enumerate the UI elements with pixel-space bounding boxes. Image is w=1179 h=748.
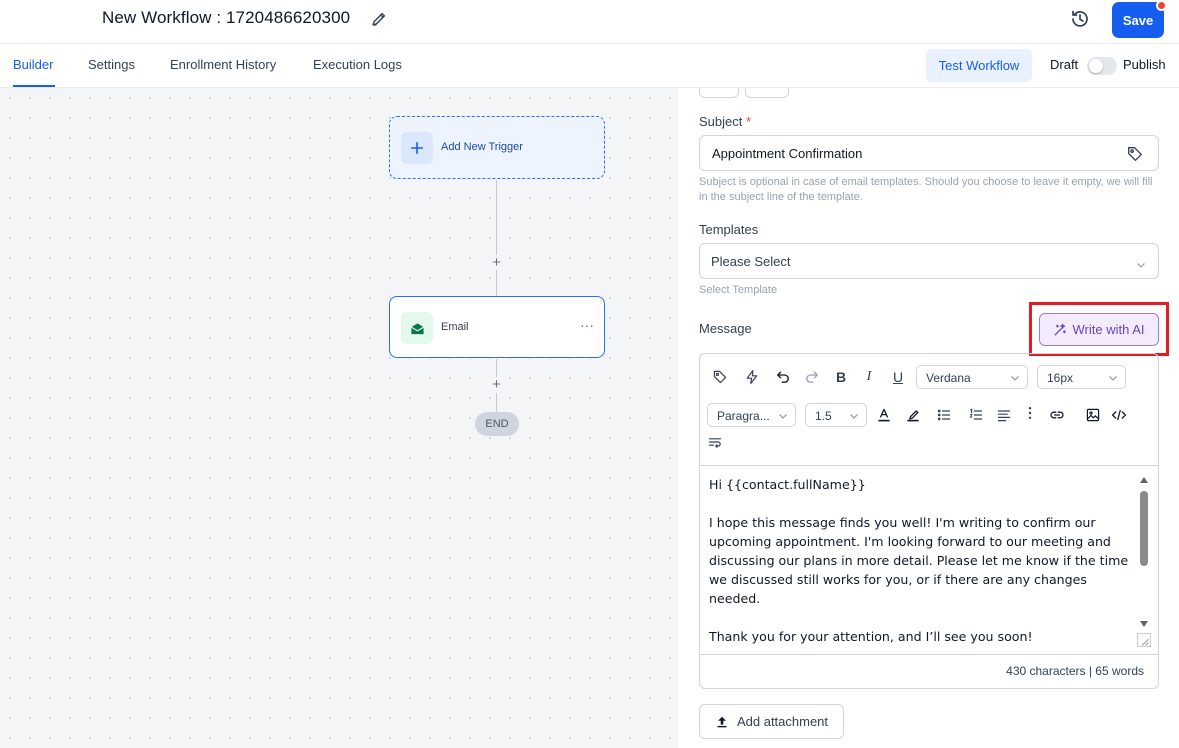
tab-execution-logs[interactable]: Execution Logs [313,57,402,72]
numbered-list-icon[interactable] [965,404,987,426]
email-step-label: Email [441,321,469,333]
resize-handle-icon[interactable] [1137,633,1151,647]
partial-button[interactable] [745,88,789,98]
chevron-down-icon [1109,376,1117,381]
toggle-knob [1089,59,1103,73]
active-tab-indicator [13,85,55,87]
lightning-icon[interactable] [741,366,763,388]
bold-button[interactable]: B [835,369,847,385]
chevron-down-icon [850,414,858,419]
underline-button[interactable]: U [892,369,904,385]
font-size-value: 16px [1047,371,1074,385]
undo-icon[interactable] [772,366,794,388]
scroll-up-arrow-icon[interactable] [1140,477,1148,483]
image-icon[interactable] [1082,404,1104,426]
templates-help-text: Select Template [699,284,778,296]
templates-placeholder: Please Select [711,254,791,269]
tab-enrollment-history[interactable]: Enrollment History [170,57,277,72]
connector-line [496,359,497,377]
line-height-value: 1.5 [815,409,832,423]
workflow-title: New Workflow : 1720486620300 [102,8,351,27]
tab-builder[interactable]: Builder [13,57,54,72]
email-config-panel: Subject * Appointment Confirmation Subje… [678,88,1179,748]
message-label: Message [699,321,752,336]
top-bar: New Workflow : 1720486620300 Save [0,0,1179,44]
templates-select[interactable]: Please Select [699,243,1159,279]
add-step-button[interactable]: + [489,377,504,392]
sparkle-icon [1053,323,1067,337]
tag-icon[interactable] [709,366,731,388]
more-vertical-icon[interactable] [1019,402,1041,424]
more-options-icon[interactable]: ··· [580,317,594,333]
test-workflow-button[interactable]: Test Workflow [926,49,1032,82]
chevron-down-icon [779,414,787,419]
tab-bar: Builder Settings Enrollment History Exec… [0,44,1179,88]
scrollbar[interactable] [1137,466,1151,654]
link-icon[interactable] [1046,404,1068,426]
pencil-icon[interactable] [370,10,388,28]
connector-line [496,393,497,412]
add-step-button[interactable]: + [489,255,504,270]
font-family-select[interactable]: Verdana [916,365,1028,389]
end-node: END [475,412,519,436]
save-button[interactable]: Save [1112,2,1164,38]
text-color-icon[interactable] [873,404,895,426]
upload-icon [715,715,729,729]
add-attachment-label: Add attachment [736,714,829,729]
publish-label: Publish [1123,57,1166,72]
highlight-box [1029,302,1169,356]
tab-settings[interactable]: Settings [88,57,135,72]
history-icon[interactable] [1069,8,1091,30]
write-with-ai-button[interactable]: Write with AI [1039,313,1159,346]
message-body-text[interactable]: Hi {{contact.fullName}} I hope this mess… [709,477,1129,644]
italic-button[interactable]: I [866,369,872,384]
bullet-list-icon[interactable] [933,404,955,426]
draft-label: Draft [1050,57,1079,72]
align-left-icon[interactable] [993,404,1015,426]
subject-help-text: Subject is optional in case of email tem… [699,176,1153,203]
publish-toggle[interactable] [1087,57,1117,75]
partial-button[interactable] [699,88,739,98]
connector-line [496,270,497,296]
chevron-down-icon [1011,376,1019,381]
subject-label: Subject * [699,114,752,129]
font-family-value: Verdana [926,371,971,385]
add-trigger-label: Add New Trigger [441,141,523,153]
templates-label: Templates [699,222,759,237]
paragraph-style-value: Paragra... [717,409,770,423]
message-editor: B I U Verdana 16px Paragra... 1.5 [699,353,1159,689]
highlight-color-icon[interactable] [902,404,924,426]
scrollbar-thumb[interactable] [1140,491,1148,566]
add-trigger-card[interactable]: Add New Trigger [389,116,605,179]
add-attachment-button[interactable]: Add attachment [699,704,844,739]
character-counter: 430 characters | 65 words [1006,664,1144,678]
font-size-select[interactable]: 16px [1037,365,1126,389]
paragraph-style-select[interactable]: Paragra... [707,403,796,427]
redo-icon[interactable] [801,366,823,388]
connector-line [496,180,497,262]
tag-icon[interactable] [1126,145,1144,163]
chevron-down-icon [1136,257,1146,268]
code-icon[interactable] [1108,404,1130,426]
subject-value: Appointment Confirmation [712,146,863,161]
email-step-card[interactable]: Email ··· [389,296,605,358]
envelope-icon [401,312,433,344]
subject-input[interactable]: Appointment Confirmation [699,135,1159,171]
plus-icon [401,132,433,164]
write-with-ai-label: Write with AI [1072,322,1145,337]
message-body-area[interactable]: Hi {{contact.fullName}} I hope this mess… [700,465,1158,655]
text-wrap-icon[interactable] [704,431,726,453]
scroll-down-arrow-icon[interactable] [1140,621,1148,627]
workflow-canvas[interactable]: Add New Trigger + Email ··· + END [0,88,678,748]
line-height-select[interactable]: 1.5 [805,403,867,427]
notification-dot [1156,0,1167,11]
